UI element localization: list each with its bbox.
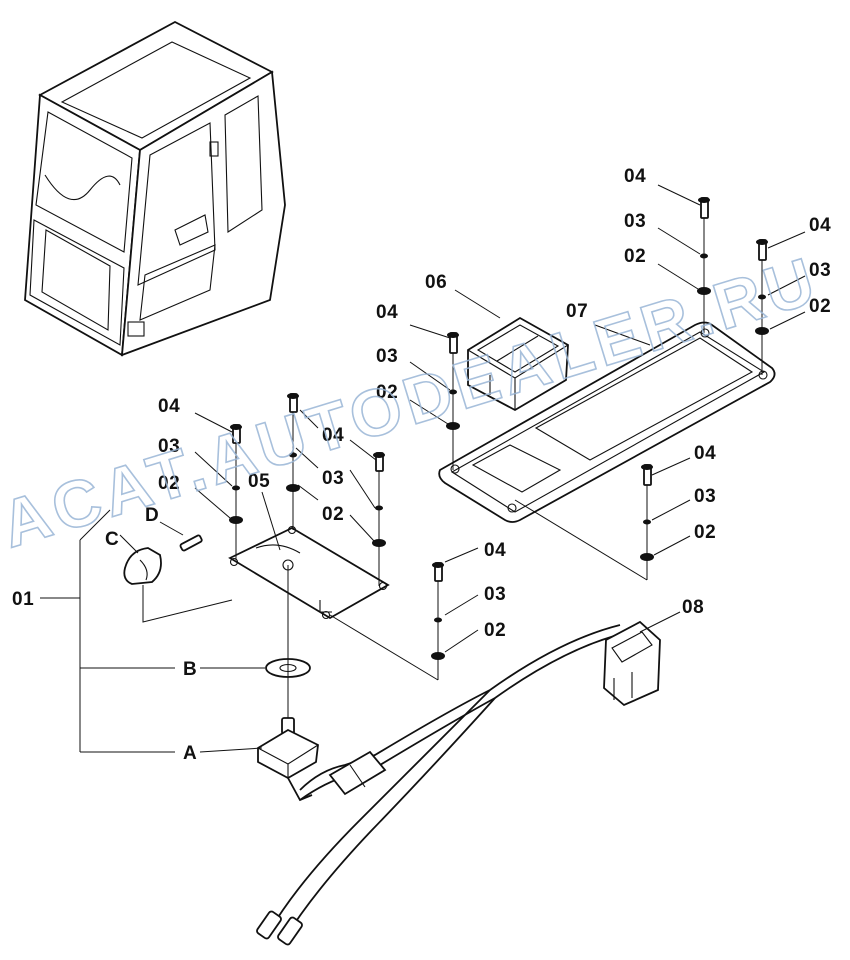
label-02-panel-bottom: 02 (694, 522, 716, 543)
label-03-lower: 03 (484, 584, 506, 605)
label-A: A (183, 743, 197, 764)
fastener-stack-panel-top (697, 197, 711, 333)
fastener-stack-panel-right (755, 239, 769, 375)
leader-lines (40, 184, 806, 753)
label-08: 08 (682, 597, 704, 618)
label-02-panel-top: 02 (624, 246, 646, 267)
fastener-stack-panel-left (446, 332, 460, 470)
switch-panel-07 (438, 321, 776, 523)
label-03-panel-bottom: 03 (694, 486, 716, 507)
fastener-stack-center-a (286, 393, 300, 530)
label-02-panel-left: 02 (376, 382, 398, 403)
label-03-left: 03 (158, 436, 180, 457)
excavator-cab-illustration (24, 20, 286, 357)
label-03-panel-left: 03 (376, 346, 398, 367)
label-B: B (183, 659, 197, 680)
label-06: 06 (425, 272, 447, 293)
label-04-center-a: 04 (322, 425, 344, 446)
label-04-panel-right: 04 (809, 215, 831, 236)
part-labels: 01 B A C D 05 04 03 02 04 03 02 04 03 02… (12, 166, 831, 764)
pin-D (179, 534, 203, 552)
label-04-panel-left: 04 (376, 302, 398, 323)
label-04-lower: 04 (484, 540, 506, 561)
label-03-center-a: 03 (322, 468, 344, 489)
knob-C (123, 547, 162, 585)
label-05: 05 (248, 471, 270, 492)
mounting-plate (228, 525, 390, 620)
fastener-stack-left (229, 424, 243, 560)
label-07: 07 (566, 301, 588, 322)
label-04-left: 04 (158, 396, 180, 417)
label-02-left: 02 (158, 473, 180, 494)
label-02-panel-right: 02 (809, 296, 831, 317)
label-02-lower: 02 (484, 620, 506, 641)
wire-harness-08 (256, 620, 661, 946)
rocker-switch-06 (467, 316, 569, 412)
label-D: D (145, 505, 159, 526)
label-01: 01 (12, 589, 34, 610)
fastener-stack-center-b (372, 452, 386, 586)
label-03-panel-top: 03 (624, 211, 646, 232)
label-02-center-a: 02 (322, 504, 344, 525)
fastener-stack-panel-bottom (640, 464, 654, 580)
label-03-panel-right: 03 (809, 260, 831, 281)
label-04-panel-bottom: 04 (694, 443, 716, 464)
fastener-stack-lower (431, 562, 445, 680)
label-C: C (105, 529, 119, 550)
label-04-panel-top: 04 (624, 166, 646, 187)
rotary-switch-A (257, 717, 319, 802)
